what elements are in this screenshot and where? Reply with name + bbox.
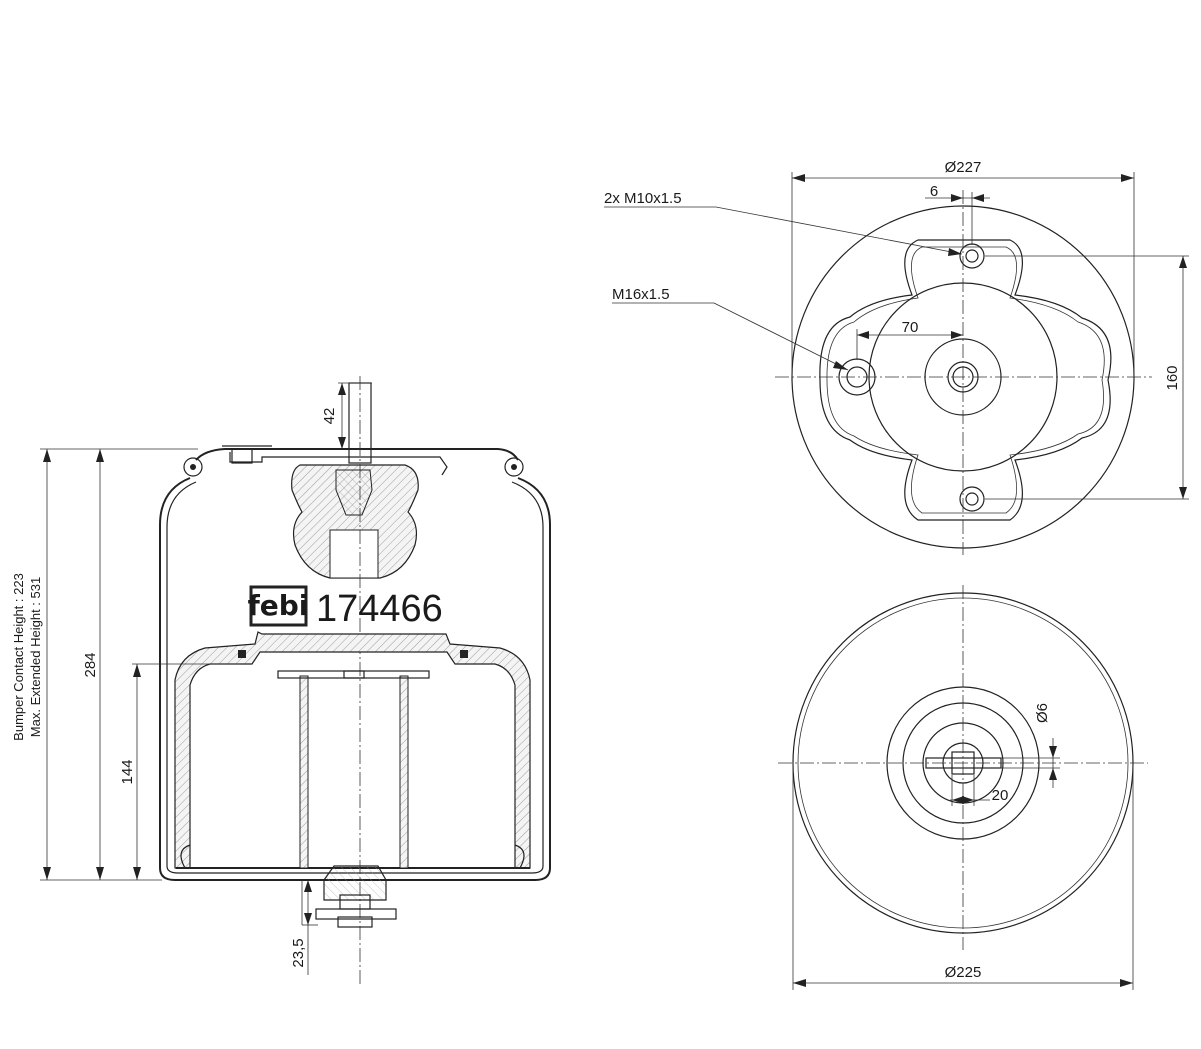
bellows-wall xyxy=(159,477,551,881)
dim-overall-height: 284 xyxy=(82,652,99,677)
brand-logo: febi 174466 xyxy=(248,585,443,630)
piston xyxy=(174,631,531,869)
dim-top-diameter: Ø227 xyxy=(945,159,982,176)
dim-offset: 6 xyxy=(930,183,938,200)
part-number: 174466 xyxy=(316,588,443,630)
max-extended-label: Max. Extended Height : 531 xyxy=(28,577,43,737)
top-plate xyxy=(195,448,519,461)
dim-pin-offset: 20 xyxy=(992,787,1009,804)
brand-wordmark: febi xyxy=(248,589,309,622)
bead-plate xyxy=(819,239,1112,521)
dim-piston-height: 144 xyxy=(119,759,136,784)
dim-bolt-offset: 70 xyxy=(902,319,919,336)
side-view: 284 144 42 23,5 Bumper Contact Height : … xyxy=(11,376,551,985)
dim-pin-diameter: Ø6 xyxy=(1034,703,1051,723)
thread-label-m16: M16x1.5 xyxy=(612,286,670,303)
dim-stud-length: 42 xyxy=(321,408,338,425)
dim-bolt-spacing: 160 xyxy=(1164,365,1181,390)
bump-stop xyxy=(291,464,419,579)
dim-bottom-diameter: Ø225 xyxy=(945,964,982,981)
top-view: Ø227 6 2x M10x1.5 M16x1.5 70 160 xyxy=(604,159,1189,555)
bumper-contact-label: Bumper Contact Height : 223 xyxy=(11,573,26,741)
dim-bottom-stud: 23,5 xyxy=(290,938,307,967)
bottom-view: Ø225 Ø6 20 xyxy=(778,585,1148,990)
thread-label-m10: 2x M10x1.5 xyxy=(604,190,682,207)
